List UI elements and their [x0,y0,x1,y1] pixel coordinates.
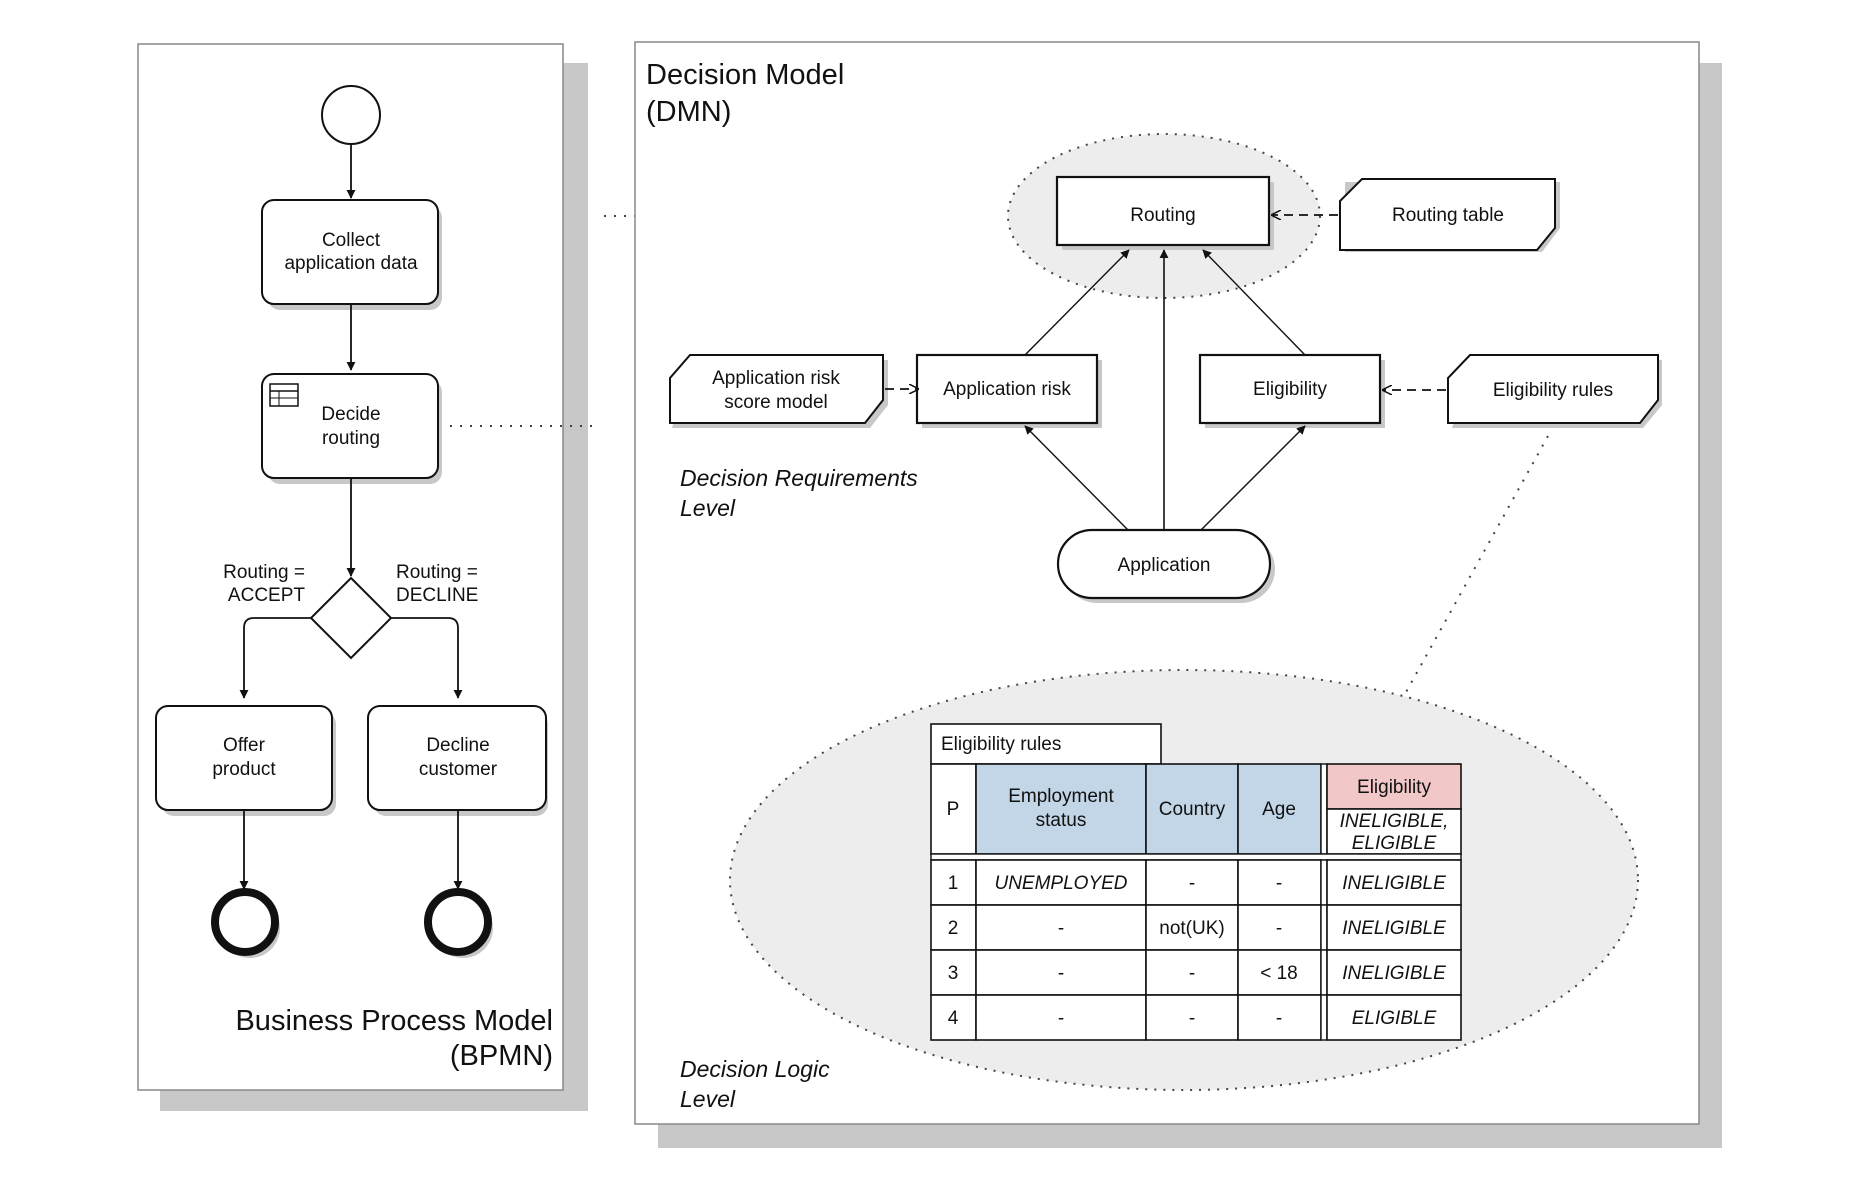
output-separator-header [1320,763,1328,855]
offer-task-label-2: product [212,759,276,780]
flow-gateway-to-offer [239,617,311,699]
decide-task-label-1: Decide [321,404,380,425]
eligibility-decision-table: Eligibility rules P Employment status Co… [930,723,1462,1041]
rule-result: ELIGIBLE [1352,1008,1437,1029]
end-event-decline [424,888,492,956]
collect-task-label-2: application data [284,253,418,274]
bpmn-title-1: Business Process Model [235,1005,553,1037]
rule-age: - [1276,873,1282,894]
bpmn-panel: Collect application data Decide routing … [137,43,588,1111]
application-label: Application [1118,555,1211,576]
hit-policy-cell [930,763,977,855]
requirements-level-label-1: Decision Requirements [680,465,918,491]
business-rule-icon [269,383,299,407]
table-name-tab [930,723,1162,765]
eligibility-rules-label: Eligibility rules [1493,380,1613,401]
rule-age: - [1276,1008,1282,1029]
country-header-label: Country [1159,799,1226,820]
employment-header-label-1: Employment [1008,786,1114,807]
accept-condition-label-2: ACCEPT [228,585,305,606]
age-header [1237,763,1322,855]
logic-level-label-2: Level [680,1086,736,1112]
rule-number: 3 [948,963,959,984]
output-values-label-1: INELIGIBLE, [1340,811,1449,832]
eligibility-rules-knowledge [1447,354,1659,424]
exclusive-gateway [309,576,393,660]
output-values-label-2: ELIGIBLE [1352,833,1437,854]
start-event [321,85,381,145]
rule-employment: - [1058,918,1064,939]
decline-task-label-1: Decline [426,735,489,756]
rule-country: - [1189,873,1195,894]
collect-application-data-task [261,199,439,305]
decline-condition-label-1: Routing = [396,562,478,583]
requirements-level-label-2: Level [680,495,736,521]
employment-header-label-2: status [1036,810,1087,831]
decide-task-label-2: routing [322,428,380,449]
rule-number: 2 [948,918,959,939]
table-row: 2 - not(UK) - INELIGIBLE [930,904,1462,951]
req-application-to-risk [1024,425,1129,531]
dmn-title-2: (DMN) [646,96,731,128]
decline-task-label-2: customer [419,759,498,780]
rule-employment: - [1058,963,1064,984]
header-separator [930,853,1462,861]
bpmn-title-2: (BPMN) [450,1040,553,1072]
rule-employment: UNEMPLOYED [994,873,1127,894]
decide-routing-task [261,373,439,479]
table-row: 1 UNEMPLOYED - - INELIGIBLE [930,859,1462,906]
collect-task-label-1: Collect [322,230,381,251]
eligibility-decision [1198,353,1382,425]
employment-header [975,763,1147,855]
req-risk-to-routing [1024,249,1130,356]
output-values-cell [1326,808,1462,855]
rule-country: not(UK) [1159,918,1224,939]
end-event-offer [211,888,279,956]
routing-decision [1055,175,1271,247]
table-row: 4 - - - ELIGIBLE [930,994,1462,1041]
age-header-label: Age [1262,799,1296,820]
dmn-title-1: Decision Model [646,59,844,91]
rule-number: 1 [948,873,959,894]
risk-model-label-2: score model [724,392,828,413]
req-application-to-eligibility [1200,425,1306,531]
routing-table-label: Routing table [1392,205,1504,226]
rule-country: - [1189,1008,1195,1029]
risk-score-model-knowledge [669,354,884,424]
rule-age: < 18 [1260,963,1298,984]
application-risk-label: Application risk [943,379,1071,400]
offer-task-label-1: Offer [223,735,266,756]
routing-table-knowledge [1339,178,1556,251]
req-eligibility-to-routing [1202,249,1306,356]
eligibility-output-label: Eligibility [1357,777,1431,798]
risk-model-label-1: Application risk [712,368,840,389]
application-risk-decision [915,353,1099,425]
decline-customer-task [367,705,547,811]
rule-number: 4 [948,1008,959,1029]
table-row: 3 - - < 18 INELIGIBLE [930,949,1462,996]
logic-level-label-1: Decision Logic [680,1056,830,1082]
flow-gateway-to-decline [391,617,463,699]
rule-country: - [1189,963,1195,984]
accept-condition-label-1: Routing = [223,562,305,583]
eligibility-output-header [1326,763,1462,810]
eligibility-label: Eligibility [1253,379,1327,400]
routing-label: Routing [1130,205,1196,226]
table-name: Eligibility rules [941,734,1061,755]
rule-result: INELIGIBLE [1342,918,1446,939]
rule-result: INELIGIBLE [1342,873,1446,894]
rule-result: INELIGIBLE [1342,963,1446,984]
rule-age: - [1276,918,1282,939]
dmn-panel: Decision Model (DMN) Routing Routing tab… [634,41,1722,1148]
hit-policy: P [947,799,960,820]
rule-employment: - [1058,1008,1064,1029]
decline-condition-label-2: DECLINE [396,585,478,606]
offer-product-task [155,705,333,811]
